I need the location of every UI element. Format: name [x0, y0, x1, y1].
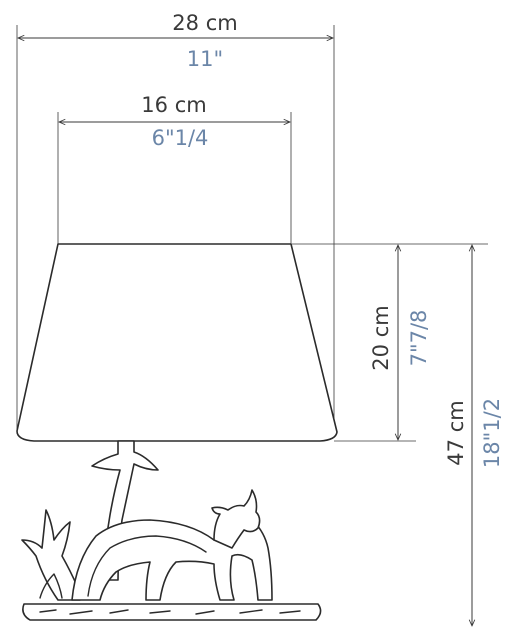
fox-tail-detail — [39, 573, 63, 599]
shade-height-cm-label: 20 cm — [369, 305, 393, 370]
tree-branches — [21, 509, 81, 601]
lamp-base-sculpture — [21, 440, 322, 621]
fox-head — [211, 489, 261, 549]
total-height-inch-label: 18"1/2 — [480, 398, 504, 468]
total-height-cm-label: 47 cm — [444, 400, 468, 465]
fox-outline-detail — [87, 535, 207, 597]
overall-width-dimension: 28 cm 11" — [16, 11, 335, 432]
total-height-dimension: 47 cm 18"1/2 — [444, 245, 504, 626]
top-width-inch-label: 6"1/4 — [152, 126, 209, 150]
lampshade — [16, 243, 338, 442]
overall-width-cm-label: 28 cm — [172, 11, 237, 35]
top-width-dimension: 16 cm 6"1/4 — [57, 93, 292, 244]
base-ground — [22, 603, 322, 621]
shade-height-dimension: 20 cm 7"7/8 — [292, 243, 488, 442]
base-ground-texture — [39, 609, 301, 615]
top-width-cm-label: 16 cm — [141, 93, 206, 117]
shade-height-inch-label: 7"7/8 — [407, 310, 431, 367]
overall-width-inch-label: 11" — [187, 47, 223, 71]
